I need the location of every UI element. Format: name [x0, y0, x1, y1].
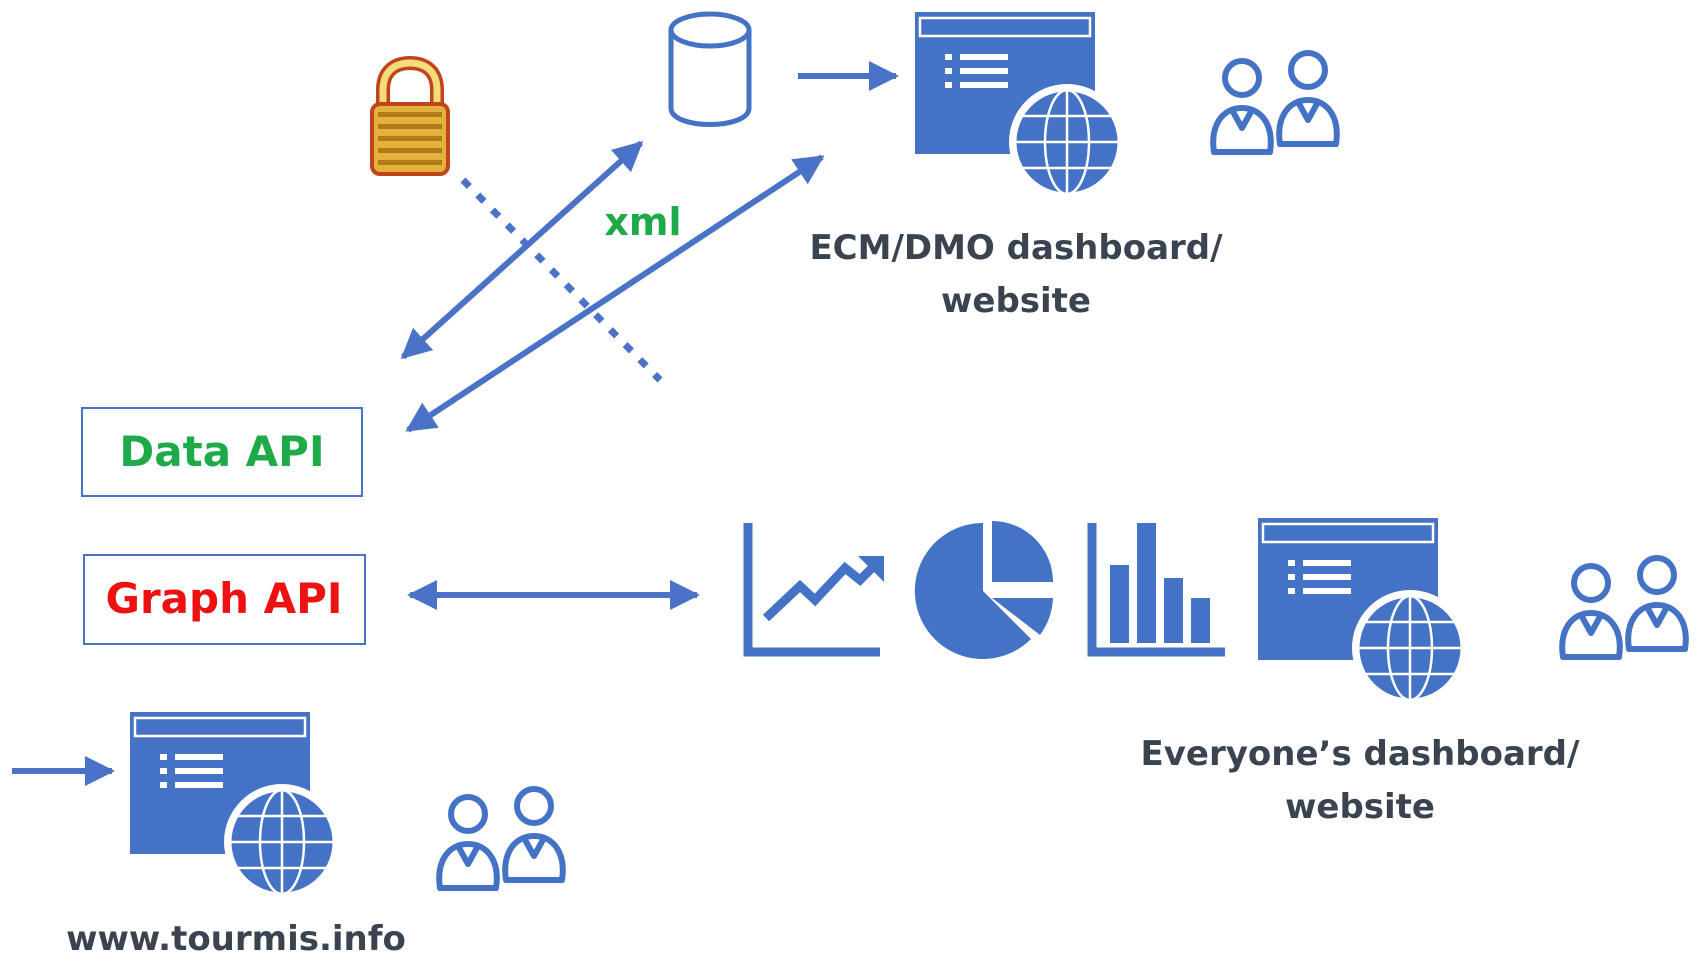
users-icon: [439, 789, 563, 888]
line-chart-icon: [743, 523, 884, 657]
padlock-icon: [370, 55, 450, 176]
users-icon: [1562, 558, 1686, 657]
browser-window-globe-icon: [128, 710, 342, 902]
browser-window-globe-icon: [1256, 516, 1470, 708]
xml-label: xml: [604, 200, 681, 244]
bar-chart-icon: [1087, 523, 1225, 657]
data-api-label: Data API: [119, 427, 324, 476]
ecm-dashboard-caption-line1: ECM/DMO dashboard/: [809, 228, 1223, 268]
dotted-security-line: [460, 177, 663, 383]
data-api-box: [81, 407, 363, 497]
tourmis-url-label: www.tourmis.info: [66, 919, 406, 959]
graph-api-label: Graph API: [105, 574, 342, 623]
database-cylinder-icon: [668, 11, 752, 127]
everyone-dashboard-caption-line1: Everyone’s dashboard/: [1141, 734, 1580, 774]
ecm-dashboard-caption-line2: website: [941, 281, 1091, 321]
browser-window-globe-icon: [913, 10, 1127, 202]
graph-api-box: [83, 554, 366, 645]
users-icon: [1213, 53, 1337, 152]
arrow-ecm-dashboard-data-api: [405, 154, 825, 433]
everyone-dashboard-caption-line2: website: [1285, 787, 1435, 827]
pie-chart-icon: [914, 521, 1053, 659]
